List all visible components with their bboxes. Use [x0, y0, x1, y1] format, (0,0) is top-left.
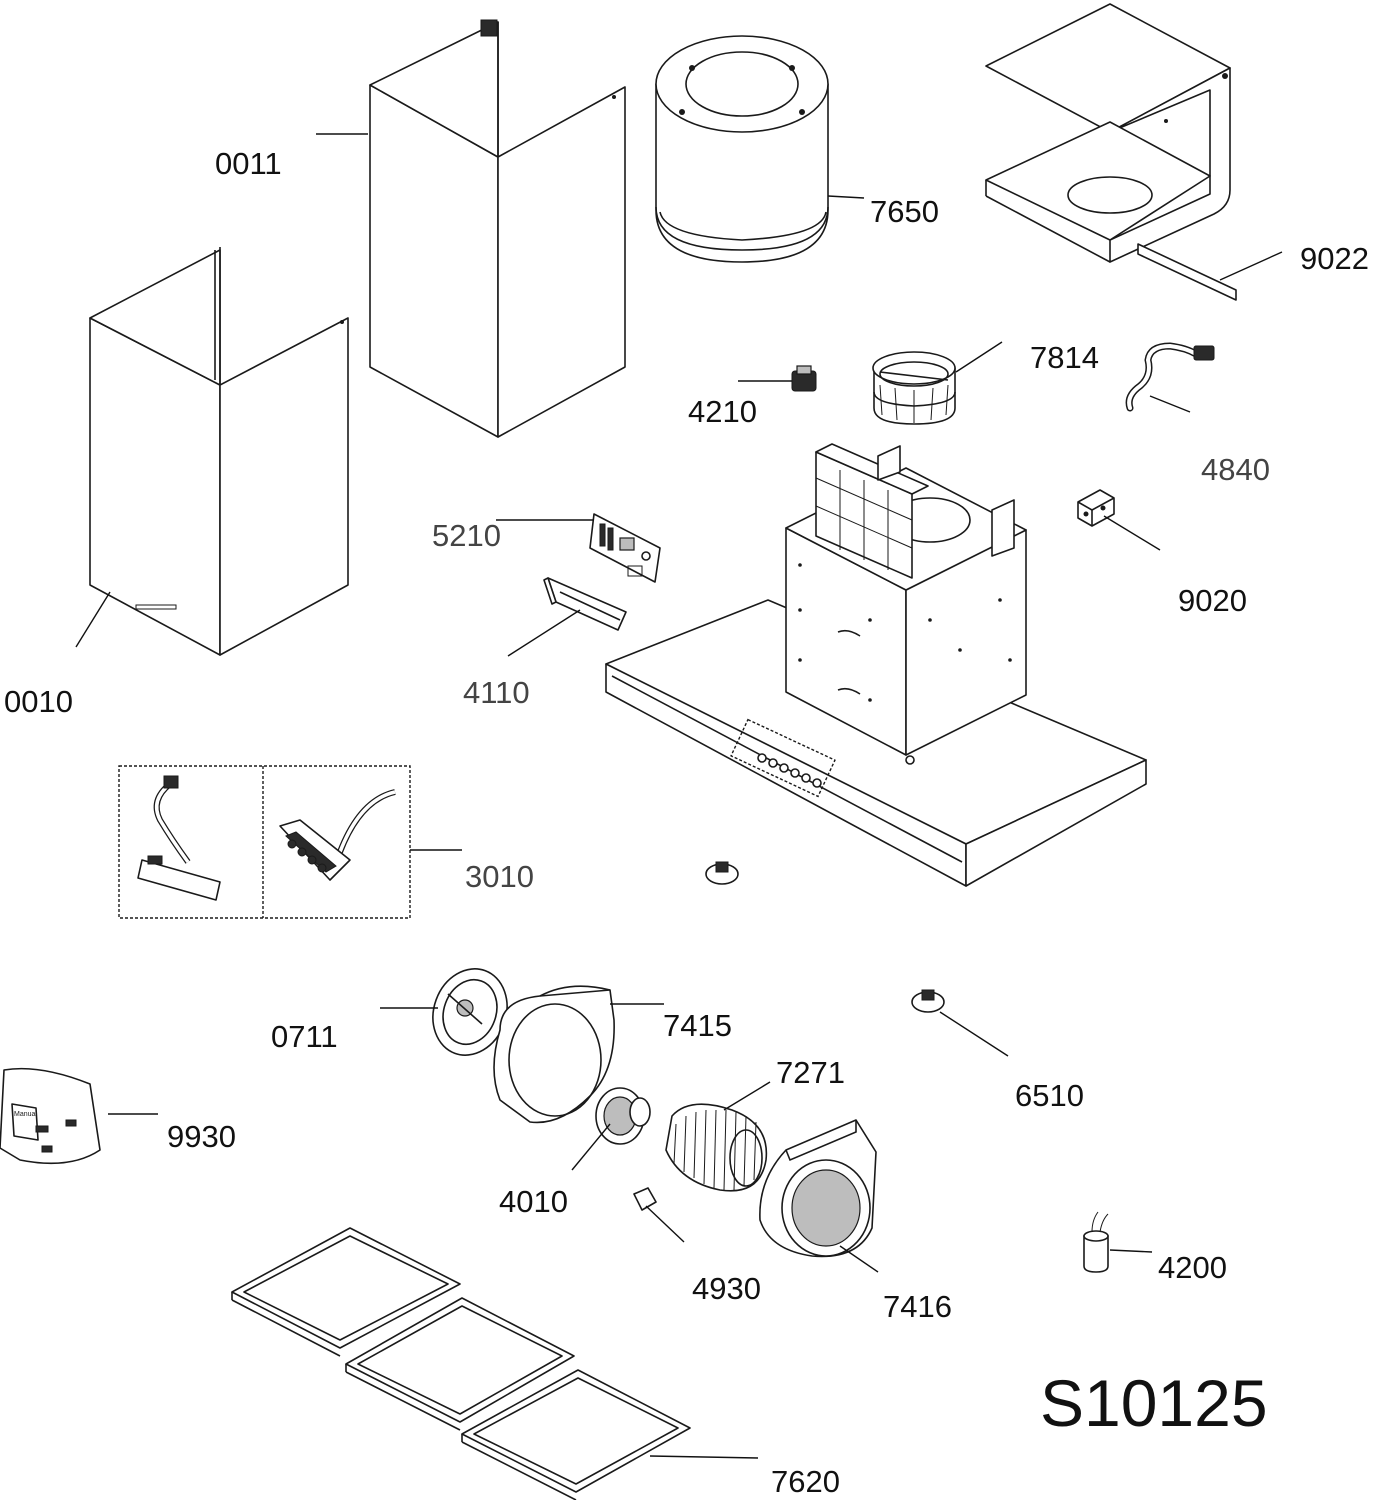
part-4110-board-cover: [543, 577, 627, 631]
part-0711-motor-plate: [432, 968, 508, 1056]
drawing-code: S10125: [1040, 1366, 1268, 1440]
part-7650-filter-drum: [655, 35, 829, 263]
label-6510: 6510: [1015, 1078, 1084, 1113]
label-4110: 4110: [463, 675, 530, 710]
label-3010: 3010: [465, 859, 534, 894]
label-4840: 4840: [1201, 452, 1270, 487]
part-4010-motor: [595, 1087, 651, 1145]
label-0711: 0711: [271, 1019, 338, 1054]
part-3010-control-assembly: [118, 765, 411, 919]
part-9930-accessory-bag: Manual: [0, 1067, 101, 1165]
label-7650: 7650: [870, 194, 939, 229]
label-0011: 0011: [215, 146, 282, 181]
label-4010: 4010: [499, 1184, 568, 1219]
part-0011-upper-chimney: [369, 19, 626, 438]
part-7620-grease-filters: [231, 1227, 691, 1500]
label-4210: 4210: [688, 394, 757, 429]
part-4840-power-cable: [1125, 342, 1215, 412]
label-9022: 9022: [1300, 241, 1369, 276]
label-7416: 7416: [883, 1289, 952, 1324]
leader-lines: [75, 133, 1283, 1459]
label-9020: 9020: [1178, 583, 1247, 618]
part-7271-impeller: [665, 1103, 768, 1192]
part-0010-lower-chimney: [89, 247, 349, 656]
part-knob-upper: [705, 861, 739, 885]
part-4210-connector: [791, 365, 817, 392]
label-4930: 4930: [692, 1271, 761, 1306]
label-7415: 7415: [663, 1008, 732, 1043]
part-6510-knob: [911, 989, 945, 1013]
label-4200: 4200: [1158, 1250, 1227, 1285]
part-9022-mounting-bracket: [985, 3, 1237, 301]
part-7415-scroll-housing: [493, 985, 615, 1124]
part-4930-small-block: [633, 1187, 657, 1211]
part-4200-capacitor: [1083, 1211, 1109, 1273]
part-9020-small-bracket: [1077, 489, 1115, 527]
part-motor-housing: [785, 443, 1027, 765]
part-7416-scroll-housing: [759, 1119, 877, 1258]
label-7271: 7271: [776, 1055, 845, 1090]
label-0010: 0010: [4, 684, 73, 719]
label-7814: 7814: [1030, 340, 1099, 375]
label-5210: 5210: [432, 518, 501, 553]
label-9930: 9930: [167, 1119, 236, 1154]
manual-label: Manual: [14, 1111, 37, 1118]
label-7620: 7620: [771, 1464, 840, 1499]
part-5210-control-board: [589, 513, 661, 583]
part-7814-flap-ring: [872, 351, 956, 425]
